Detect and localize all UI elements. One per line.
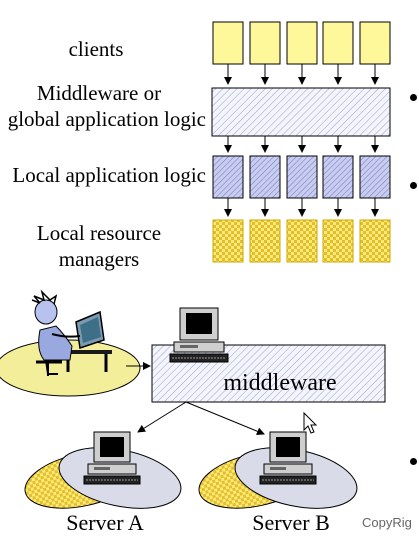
bullet-marker bbox=[410, 458, 417, 465]
client-box bbox=[359, 21, 391, 65]
server-b-label: Server B bbox=[252, 510, 330, 535]
local-app-boxes bbox=[212, 155, 391, 199]
local-app-box bbox=[286, 155, 318, 199]
resource-label-line2: managers bbox=[58, 247, 140, 271]
middleware-to-server-b-arrow bbox=[185, 401, 265, 436]
middleware-arrows bbox=[224, 136, 379, 153]
client-box bbox=[212, 21, 244, 65]
server-a-label: Server A bbox=[66, 510, 144, 535]
resource-box bbox=[322, 219, 354, 263]
middleware-box bbox=[211, 87, 391, 137]
desktop-computer-icon bbox=[83, 431, 141, 485]
local-app-box bbox=[212, 155, 244, 199]
resource-box bbox=[286, 219, 318, 263]
resource-label-line1: Local resource bbox=[36, 221, 162, 245]
bullet-marker bbox=[410, 182, 417, 189]
desktop-computer-icon bbox=[259, 431, 317, 485]
local-app-label: Local application logic bbox=[12, 163, 206, 187]
person-at-computer-icon bbox=[31, 289, 112, 376]
local-app-box bbox=[359, 155, 391, 199]
middleware-label-line1: Middleware or bbox=[36, 81, 162, 105]
mouse-cursor-icon bbox=[303, 411, 318, 434]
clients-label: clients bbox=[68, 37, 124, 61]
desktop-computer-icon bbox=[169, 307, 229, 363]
client-boxes bbox=[212, 21, 391, 65]
local-app-arrows bbox=[224, 198, 379, 217]
client-box bbox=[322, 21, 354, 65]
client-box bbox=[249, 21, 281, 65]
local-app-box bbox=[249, 155, 281, 199]
resource-boxes bbox=[212, 219, 391, 263]
server-b bbox=[198, 431, 358, 509]
bullet-marker bbox=[410, 94, 417, 101]
resource-box bbox=[212, 219, 244, 263]
client-arrows bbox=[224, 64, 379, 85]
local-app-box bbox=[322, 155, 354, 199]
copyright-text: CopyRig bbox=[362, 515, 412, 530]
middleware-label-line2: global application logic bbox=[7, 107, 206, 131]
middleware-to-server-a-arrow bbox=[137, 401, 187, 433]
middleware-box-label: middleware bbox=[223, 370, 337, 396]
resource-box bbox=[249, 219, 281, 263]
client-box bbox=[286, 21, 318, 65]
resource-box bbox=[359, 219, 391, 263]
server-a bbox=[24, 431, 182, 509]
